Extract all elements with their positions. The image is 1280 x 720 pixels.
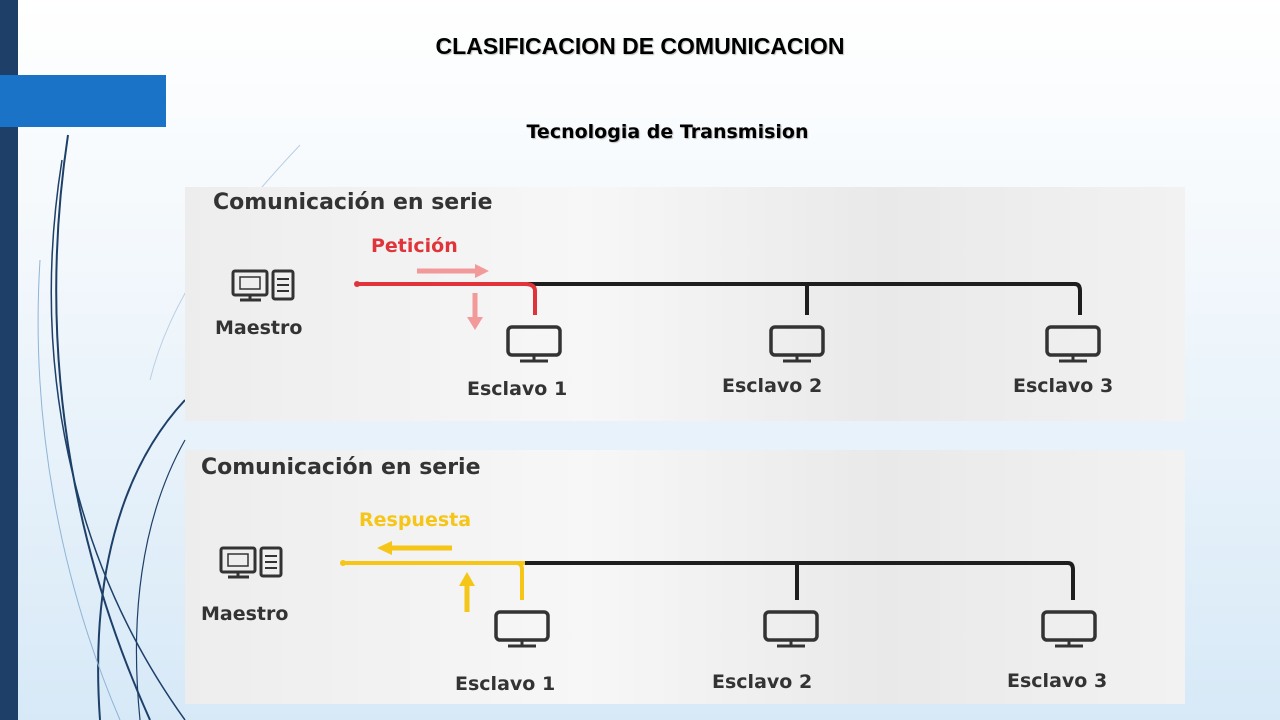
bus-drop-slave-3 xyxy=(1074,282,1082,315)
slide-title: CLASIFICACION DE COMUNICACION xyxy=(435,33,845,59)
arrow-right-icon xyxy=(417,264,489,278)
signal-drop-slave-1 xyxy=(524,282,537,315)
slave-3-label: Esclavo 3 xyxy=(1007,670,1107,692)
slave-2-computer-icon xyxy=(769,325,825,363)
diagram-request-svg: Comunicación en serie Petición Maestro xyxy=(213,190,1113,400)
slave-2-label: Esclavo 2 xyxy=(712,671,812,693)
arrow-down-icon xyxy=(467,293,483,330)
slave-2-computer-icon xyxy=(763,610,819,648)
master-computer-icon xyxy=(219,546,283,579)
diagram-response: Comunicación en serie Respuesta Maestro xyxy=(185,450,1185,704)
arrow-left-icon xyxy=(377,541,452,555)
master-label: Maestro xyxy=(215,317,302,339)
slave-1-computer-icon xyxy=(494,610,550,648)
tab-arrow-tip xyxy=(140,75,166,127)
slave-1-computer-icon xyxy=(506,325,562,363)
slave-1-label: Esclavo 1 xyxy=(455,673,555,695)
master-label: Maestro xyxy=(201,603,288,625)
diagram-request: Comunicación en serie Petición Maestro xyxy=(185,187,1185,421)
slave-3-computer-icon xyxy=(1045,325,1101,363)
slide-subtitle: Tecnologia de Transmision xyxy=(526,121,809,143)
signal-drop-slave-1 xyxy=(516,561,524,600)
signal-label: Respuesta xyxy=(359,509,471,531)
slave-3-computer-icon xyxy=(1041,610,1097,648)
arrow-up-icon xyxy=(459,572,475,612)
diagram-heading: Comunicación en serie xyxy=(213,190,493,215)
diagram-heading: Comunicación en serie xyxy=(201,455,481,480)
slave-3-label: Esclavo 3 xyxy=(1013,375,1113,397)
accent-tab xyxy=(0,75,166,127)
left-accent-bar xyxy=(0,0,18,720)
master-computer-icon xyxy=(231,269,295,302)
slave-1-label: Esclavo 1 xyxy=(467,378,567,400)
bus-drop-slave-3 xyxy=(1067,561,1075,600)
diagram-response-svg: Comunicación en serie Respuesta Maestro xyxy=(201,455,1107,695)
signal-label: Petición xyxy=(371,235,458,257)
slave-2-label: Esclavo 2 xyxy=(722,375,822,397)
